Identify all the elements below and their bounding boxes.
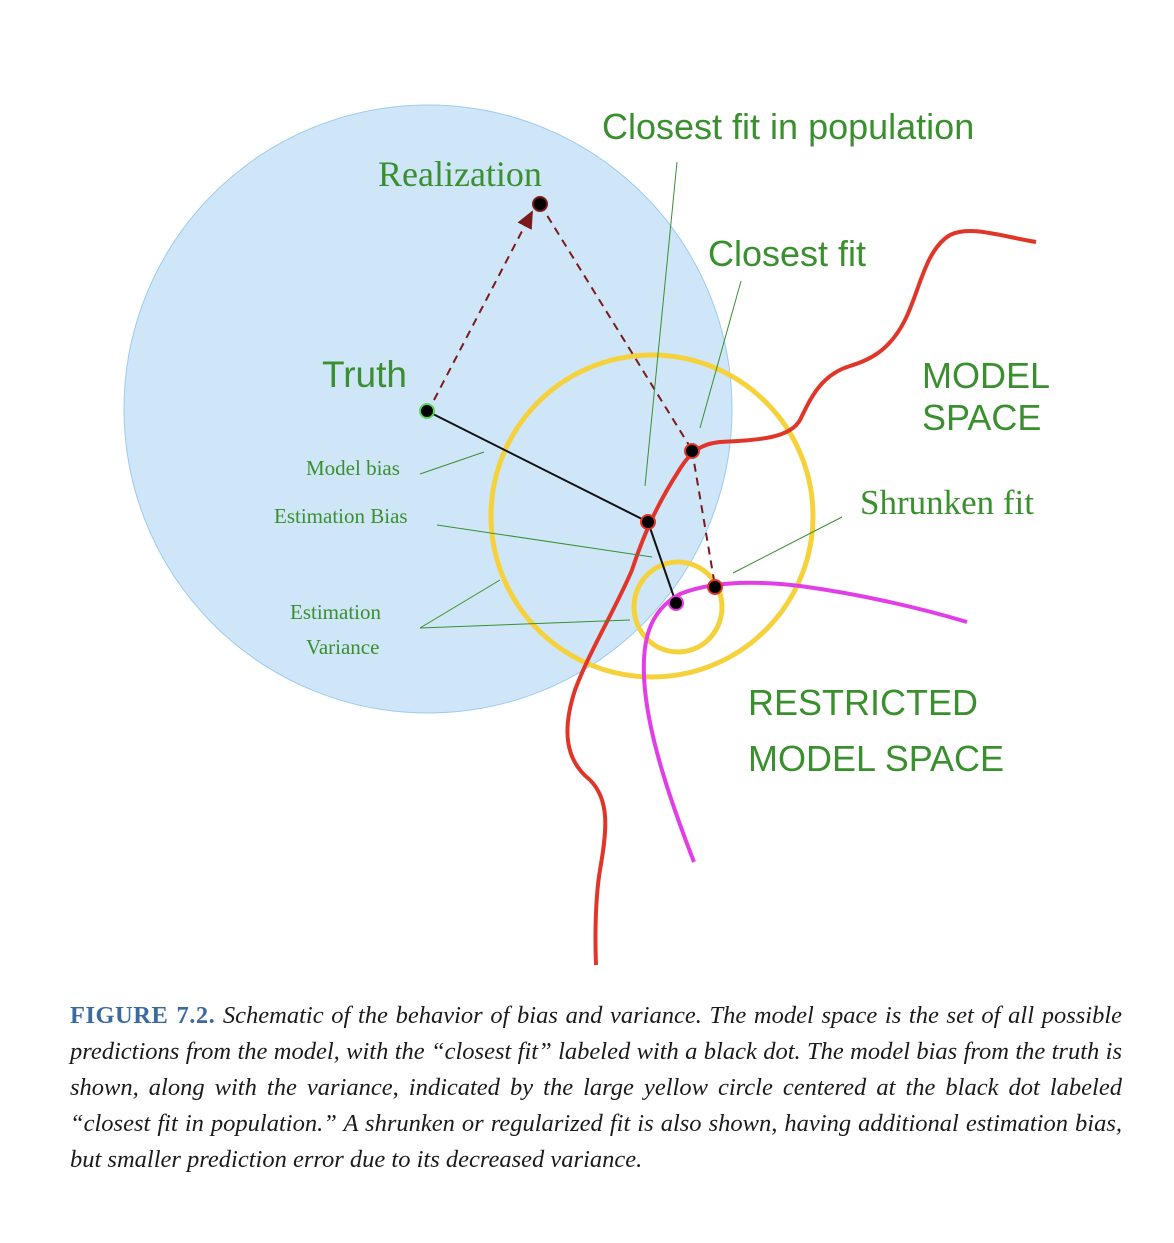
- closest-fit-population-label: Closest fit in population: [602, 106, 974, 147]
- closest-fit-population-leader: [644, 161, 678, 487]
- closest-fit-point: [684, 443, 700, 459]
- model-bias-leader: [419, 451, 485, 475]
- caption-text: Schematic of the behavior of bias and va…: [70, 1002, 1122, 1173]
- closest-fit-label: Closest fit: [708, 233, 866, 274]
- truth-to-realization-arrow: [433, 210, 533, 401]
- closest-fit-to-shrunken-dashed: [691, 449, 716, 587]
- figure-caption: FIGURE 7.2. Schematic of the behavior of…: [70, 998, 1122, 1178]
- estimation-bias-label: Estimation Bias: [274, 504, 408, 528]
- model-space-curve: [565, 228, 1037, 966]
- figure-number: FIGURE 7.2.: [70, 1002, 216, 1029]
- variance-circle-small: [631, 559, 725, 655]
- realization-label: Realization: [378, 154, 542, 194]
- closest-fit-leader: [699, 280, 742, 429]
- restricted-model-space-label-line2: MODEL SPACE: [748, 738, 1004, 779]
- restricted-model-space-label-line1: RESTRICTED: [748, 682, 978, 723]
- model-space-label-line1: MODEL: [922, 355, 1050, 396]
- estimation-variance-label-line2: Variance: [306, 635, 379, 659]
- shrunken-fit-point: [707, 579, 723, 595]
- realization-point: [532, 196, 548, 212]
- restricted-model-space-curve: [641, 580, 968, 863]
- model-bias-label: Model bias: [306, 456, 400, 480]
- shrunken-fit-leader: [732, 516, 843, 574]
- truth-label: Truth: [322, 354, 407, 395]
- estimation-bias-line: [647, 521, 677, 604]
- closest-fit-population-point: [640, 514, 656, 530]
- truth-point: [419, 403, 435, 419]
- variance-circle-large: [488, 352, 816, 680]
- shrunken-fit-label: Shrunken fit: [860, 483, 1034, 522]
- estimation-variance-leader-2: [419, 619, 631, 629]
- shrunken-fit-population-point: [668, 595, 684, 611]
- estimation-bias-leader: [436, 524, 653, 558]
- estimation-variance-label-line1: Estimation: [290, 600, 381, 624]
- bias-variance-diagram: Realization Truth Closest fit in populat…: [123, 104, 1050, 966]
- model-space-label-line2: SPACE: [922, 397, 1041, 438]
- estimation-variance-leader-1: [419, 579, 501, 629]
- realization-to-closest-fit-dashed: [539, 203, 693, 451]
- model-bias-line: [426, 410, 649, 523]
